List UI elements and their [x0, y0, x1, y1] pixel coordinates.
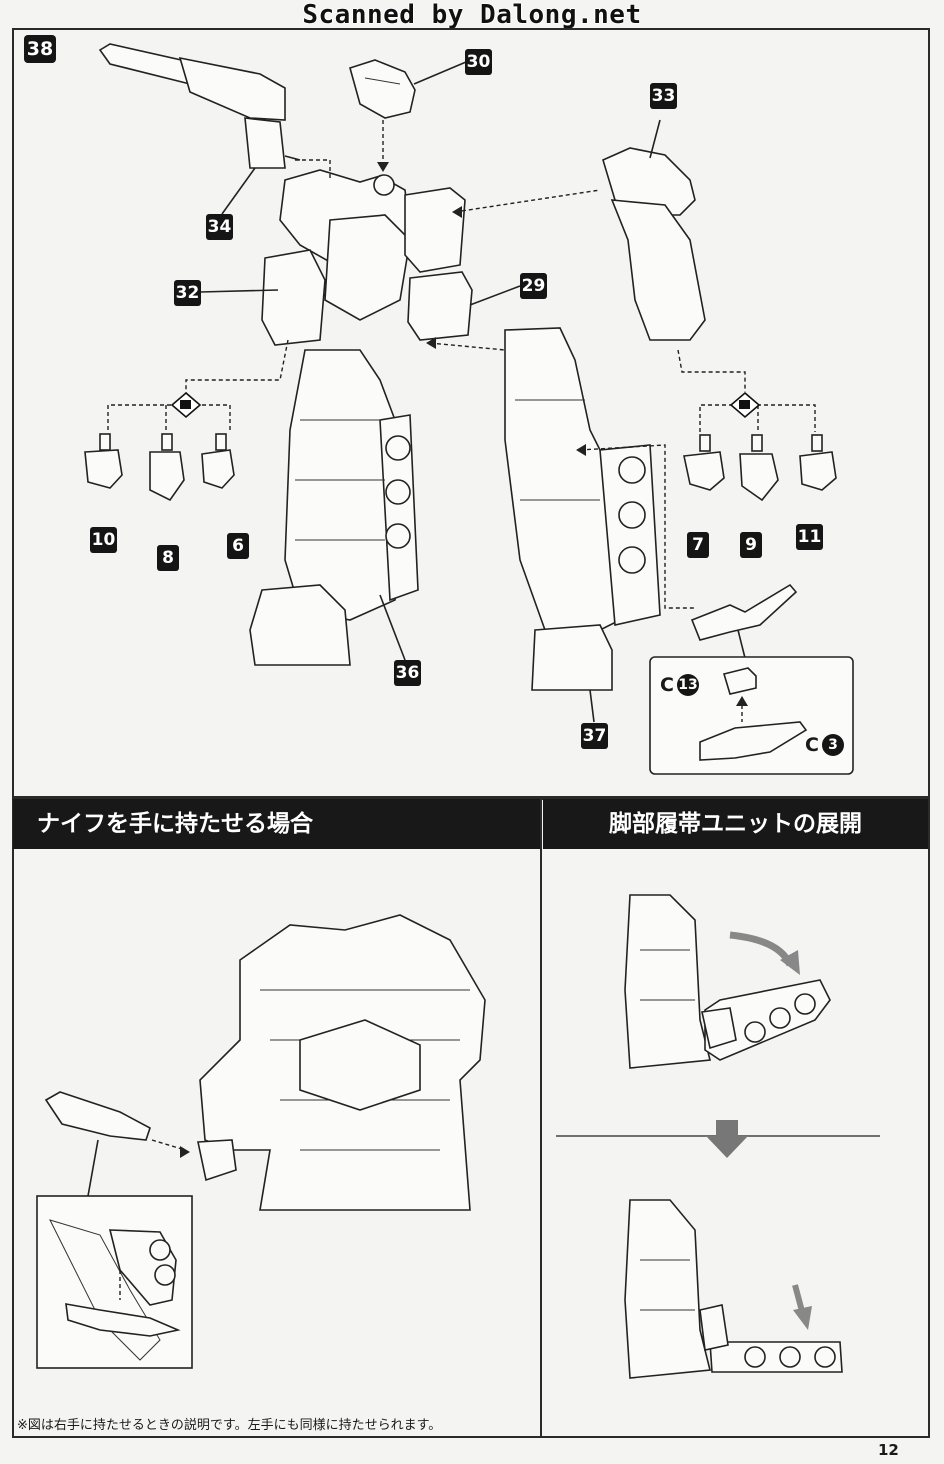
knife-section-frame: [12, 798, 542, 1438]
diamond-joint-icon-left: [170, 391, 202, 419]
part-badge-29: 29: [520, 273, 547, 299]
gun-part-illustration: [98, 43, 301, 169]
hand-11-illustration: [799, 434, 837, 491]
knife-section-title: ナイフを手に持たせる場合: [13, 799, 540, 849]
step-number-badge: 38: [24, 35, 56, 63]
knife-assembly-inset: [699, 667, 808, 761]
footnote: ※図は右手に持たせるときの説明です。左手にも同様に持たせられます。: [17, 1418, 442, 1433]
head-part-illustration: [349, 59, 416, 119]
leg-36-illustration: [249, 349, 419, 666]
arm-33-illustration: [602, 147, 706, 341]
part-badge-32: 32: [174, 280, 201, 306]
part-badge-8: 8: [157, 545, 179, 571]
hand-10-illustration: [84, 433, 123, 489]
hand-9-illustration: [739, 434, 779, 502]
torso-illustration: [261, 169, 473, 346]
watermark: Scanned by Dalong.net: [302, 0, 642, 30]
part-badge-30: 30: [465, 49, 492, 75]
runner-letter: C: [805, 734, 819, 756]
knife-illustration: [690, 583, 798, 641]
part-badge-7: 7: [687, 532, 709, 558]
runner-number: 3: [821, 734, 844, 756]
part-badge-11: 11: [796, 524, 823, 550]
hand-7-illustration: [683, 434, 725, 491]
part-badge-9: 9: [740, 532, 762, 558]
runner-letter: C: [660, 674, 674, 696]
part-badge-36: 36: [394, 660, 421, 686]
step-frame: [12, 28, 930, 798]
runner-number: 13: [676, 674, 699, 696]
tracks-section-frame: [540, 798, 930, 1438]
part-badge-37: 37: [581, 723, 608, 749]
runner-ref-c3: C 3: [805, 734, 844, 756]
leg-37-illustration: [504, 327, 661, 691]
part-badge-6: 6: [227, 533, 249, 559]
hand-6-illustration: [201, 433, 235, 489]
hand-8-illustration: [149, 433, 185, 502]
assembly-diagram: [84, 43, 854, 775]
tracks-section-title: 脚部履帯ユニットの展開: [543, 799, 928, 849]
part-badge-34: 34: [206, 214, 233, 240]
part-badge-33: 33: [650, 83, 677, 109]
runner-ref-c13: C 13: [660, 674, 699, 696]
page-number: 12: [878, 1441, 899, 1459]
diamond-joint-icon-right: [729, 391, 761, 419]
part-badge-10: 10: [90, 527, 117, 553]
